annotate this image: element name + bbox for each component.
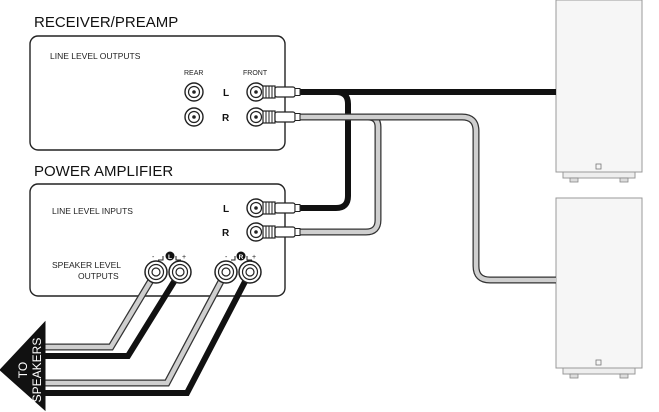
right-plus-sign: +: [252, 254, 256, 261]
amp-right-input-jack: [246, 222, 266, 242]
receiver-outputs-label: LINE LEVEL OUTPUTS: [50, 51, 141, 61]
amplifier-left-label: L: [223, 204, 229, 215]
right-channel-badge: [236, 251, 246, 261]
amp-left-input-jack: [246, 198, 266, 218]
front-right-plug: [262, 110, 301, 124]
speaker-outputs-label-line1: SPEAKER LEVEL: [52, 260, 121, 270]
rear-left-jack: [184, 82, 204, 102]
amplifier-inputs-label: LINE LEVEL INPUTS: [52, 206, 133, 216]
left-channel-cable: [298, 89, 556, 211]
left-plus-terminal: [168, 260, 192, 284]
receiver-left-label: L: [223, 88, 229, 99]
right-plus-terminal: [238, 260, 262, 284]
left-minus-terminal: [144, 260, 168, 284]
front-right-jack: [246, 107, 266, 127]
amplifier-right-label: R: [222, 228, 230, 239]
left-channel-badge-text: L: [168, 254, 172, 261]
left-plus-sign: +: [182, 254, 186, 261]
speaker-outputs-label-line2: OUTPUTS: [78, 271, 119, 281]
left-minus-sign: -: [152, 254, 155, 261]
to-speakers-line1: TO: [16, 362, 30, 378]
front-left-jack: [246, 82, 266, 102]
receiver-front-label: FRONT: [243, 70, 268, 77]
right-minus-sign: -: [225, 254, 228, 261]
right-channel-cable: [298, 113, 556, 284]
right-minus-terminal: [214, 260, 238, 284]
front-left-plug: [262, 85, 301, 99]
amp-left-input-plug: [262, 201, 301, 215]
left-channel-badge: [165, 251, 175, 261]
amp-right-input-plug: [262, 225, 301, 239]
speaker-cabinet-bottom: [555, 197, 643, 379]
speaker-cabinet-top: [555, 0, 643, 183]
right-bracket: [231, 256, 252, 261]
right-channel-badge-text: R: [239, 254, 244, 261]
amplifier-title: POWER AMPLIFIER: [34, 163, 173, 180]
to-speakers-arrow: TO SPEAKERS: [0, 320, 46, 412]
rear-right-jack: [184, 107, 204, 127]
left-bracket: [158, 256, 181, 261]
speaker-wires: [45, 270, 253, 396]
to-speakers-line2: SPEAKERS: [30, 338, 44, 403]
receiver-rear-label: REAR: [184, 70, 203, 77]
receiver-right-label: R: [222, 113, 230, 124]
receiver-title: RECEIVER/PREAMP: [34, 14, 178, 31]
